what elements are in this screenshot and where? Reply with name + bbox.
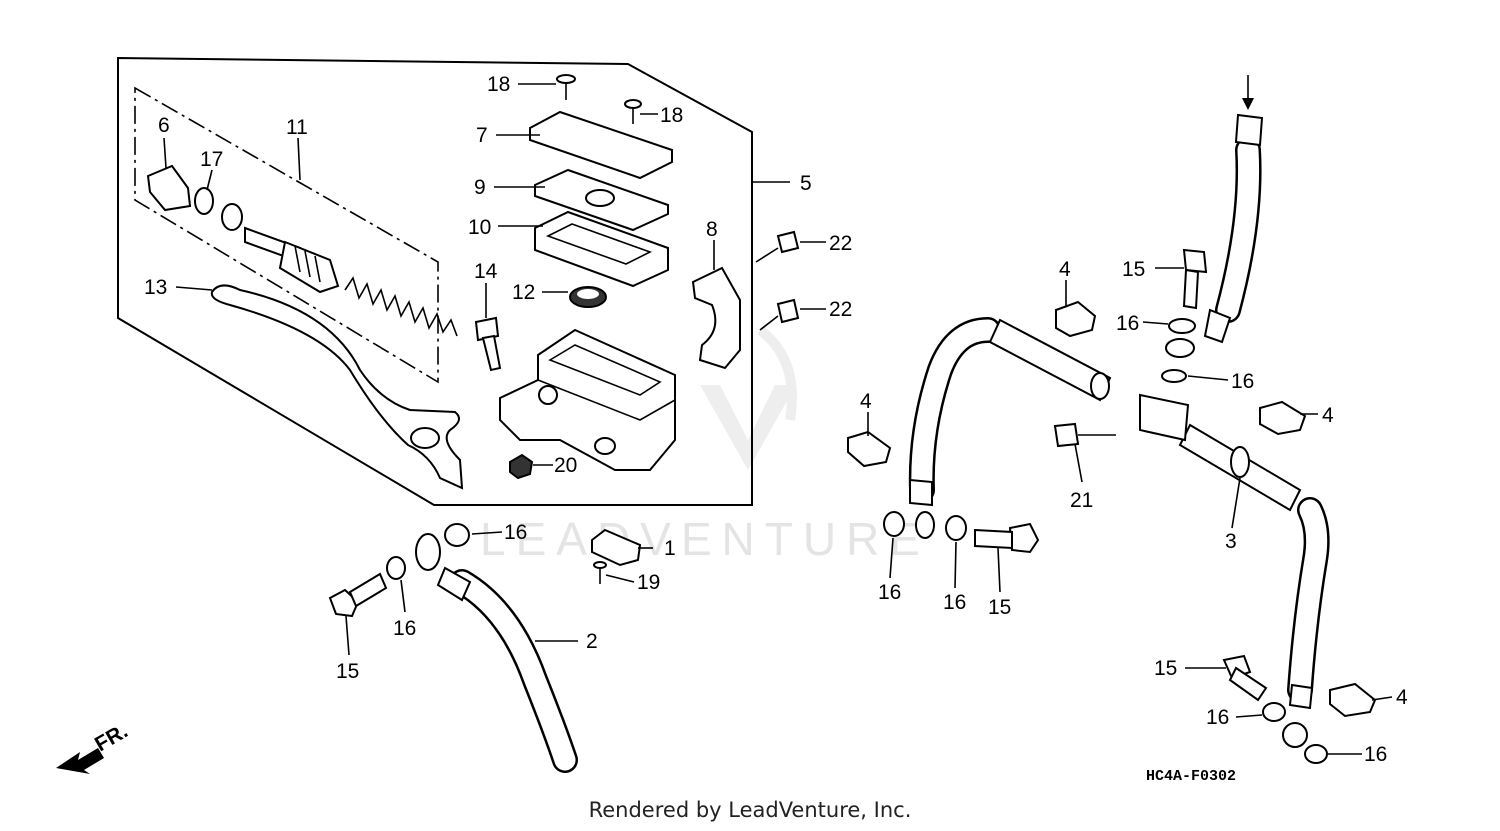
part-labels: 1 2 3 4 4 4 4 5 6 7 8 9 10 11 12 13 14 1… [144,73,1408,766]
part-label: 16 [393,617,416,640]
brake-hose-lower [415,533,578,773]
part-label: 8 [706,218,718,241]
screw-top [556,74,576,100]
part-label: 22 [829,232,852,255]
part-label: 9 [474,176,486,199]
handlebar-holder [691,266,741,370]
part-label: 17 [200,148,223,171]
part-label: 4 [1059,258,1071,281]
part-label: 15 [336,660,359,683]
screw-top-right [624,99,642,124]
hose-guide-right [1259,400,1307,436]
reservoir-cap [529,110,673,180]
joint-bolt [1053,422,1116,448]
clamp-screw [593,561,607,584]
part-label: 16 [1364,743,1387,766]
piston-kit-frame [134,86,439,384]
drawing-code: HC4A-F0302 [1146,768,1236,785]
part-label: 16 [1116,312,1139,335]
hose-clamp [591,528,642,567]
footer-credit: Rendered by LeadVenture, Inc. [588,798,912,822]
hose-guide-upper [1055,300,1097,338]
part-label: 20 [554,454,577,477]
hose-guide-left [847,430,892,468]
pivot-bolt [474,316,502,372]
down-arrow-icon [1242,75,1254,110]
banjo-bolt-left [328,572,388,618]
part-label: 16 [878,581,901,604]
holder-bolt-lower [759,298,800,331]
leader-lines [163,83,1393,755]
sealing-washer-left-b [444,523,470,547]
sealing-washer-r2 [1161,369,1187,383]
part-label: 3 [1225,530,1237,553]
part-label: 14 [474,260,498,283]
part-label: 19 [637,571,660,594]
part-label: 15 [1122,258,1145,281]
part-label: 6 [158,114,170,137]
part-label: 5 [800,172,812,195]
part-label: 12 [512,281,535,304]
sealing-washer-left-a [386,556,406,580]
part-label: 16 [504,521,527,544]
part-label: 13 [144,276,167,299]
part-label: 16 [1231,370,1254,393]
diaphragm [534,210,669,288]
brake-lever [210,284,464,490]
banjo-bolt-upper [1182,248,1208,310]
part-label: 15 [988,596,1011,619]
part-label: 4 [1322,404,1334,427]
holder-bolt-upper [755,230,800,263]
part-label: 16 [943,591,966,614]
part-label: 18 [660,104,683,127]
watermark-text: LEADVENTURE [480,513,930,565]
circlip [194,187,214,215]
part-label: 18 [487,73,510,96]
sealing-washer-r4 [945,515,967,541]
spring [344,276,458,337]
piston [244,226,340,294]
part-label: 4 [860,390,872,413]
dust-boot [146,164,192,212]
sealing-washer-r1 [1168,318,1196,334]
banjo-bolt-middle [974,522,1040,554]
part-label: 11 [286,116,308,139]
lever-nut [509,453,534,480]
hose-guide-lower [1329,682,1377,718]
master-cylinder-body [499,328,676,471]
watermark-logo [700,326,797,470]
part-label: 21 [1070,489,1093,512]
part-label: 7 [476,124,488,147]
sealing-washer-r6 [1304,744,1328,764]
brake-hose-main [908,113,1330,748]
sealing-washer-r5 [1262,702,1286,722]
part-label: 16 [1206,706,1229,729]
part-label: 15 [1154,657,1177,680]
part-label: 2 [586,630,598,653]
front-direction-icon: FR. [56,719,132,774]
part-label: 22 [829,298,852,321]
washer [221,203,243,231]
sealing-washer-r3 [883,511,905,537]
assembly-frame [117,56,753,506]
banjo-bolt-lower [1222,654,1268,702]
part-label: 4 [1396,686,1408,709]
part-label: 10 [468,216,491,239]
part-label: 1 [664,537,676,560]
